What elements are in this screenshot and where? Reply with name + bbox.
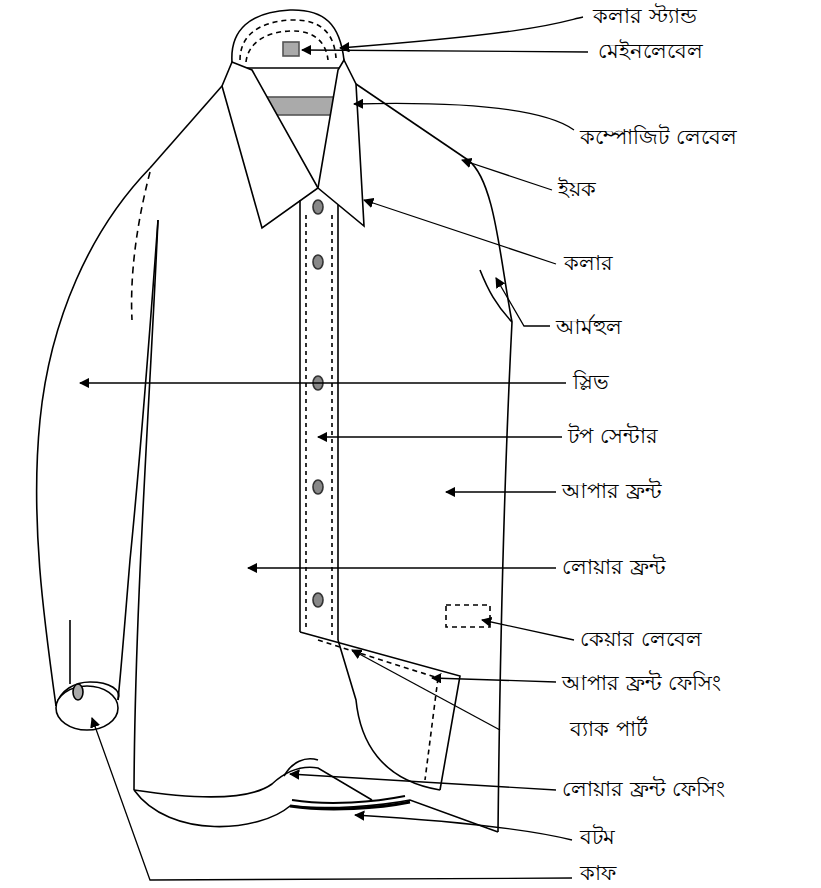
part-label: মেইনলেবেল	[598, 39, 703, 64]
part-label: কলার	[564, 251, 613, 276]
part-label: ব্যাক পার্ট	[570, 717, 647, 742]
part-label: ইয়ক	[558, 177, 596, 202]
part-label: লোয়ার ফ্রন্ট ফেসিং	[562, 777, 725, 802]
part-label: আর্মহুল	[556, 315, 622, 340]
part-label: আপার ফ্রন্ট	[562, 479, 662, 504]
part-label: কেয়ার লেবেল	[580, 627, 702, 652]
part-label: টপ সেন্টার	[568, 424, 658, 449]
part-label: আপার ফ্রন্ট ফেসিং	[562, 671, 721, 696]
part-label: কাফ	[580, 861, 616, 886]
part-label: লোয়ার ফ্রন্ট	[562, 555, 666, 580]
part-label: কলার স্ট্যান্ড	[593, 4, 697, 29]
part-label: বটম	[580, 825, 615, 850]
part-label: স্লিভ	[573, 370, 609, 395]
part-label: কম্পোজিট লেবেল	[580, 125, 737, 150]
